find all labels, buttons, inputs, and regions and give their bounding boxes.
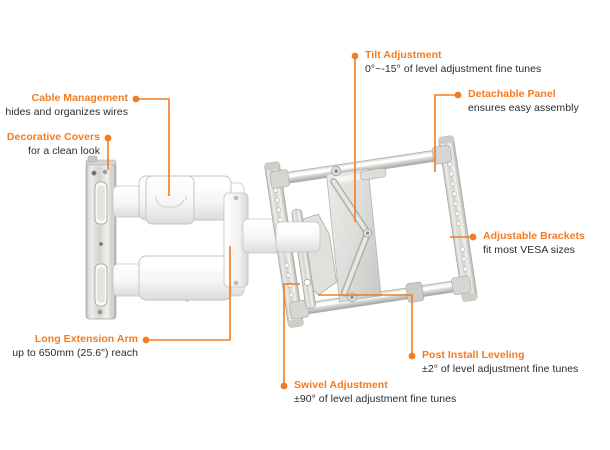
callout-title: Tilt Adjustment [365, 49, 442, 61]
callout-tilt-adjustment: Tilt Adjustment 0°~-15° of level adjustm… [365, 49, 541, 76]
callout-detachable-panel: Detachable Panel ensures easy assembly [468, 88, 579, 115]
callout-title: Long Extension Arm [34, 333, 138, 345]
leader-dot-detachable-panel [454, 91, 462, 99]
leader-dot-post-install-leveling [408, 352, 416, 360]
leader-dot-tilt-adjustment [351, 52, 359, 60]
leader-dot-decorative-covers [104, 134, 112, 142]
callout-desc: ensures easy assembly [468, 102, 579, 114]
cable-management-cover [145, 175, 195, 225]
callout-title: Decorative Covers [6, 131, 100, 143]
leader-swivel-adjustment [283, 283, 300, 386]
callout-title: Cable Management [31, 92, 128, 104]
tilt-mechanism [326, 166, 387, 303]
arm-tip [275, 221, 321, 253]
callout-desc: fit most VESA sizes [483, 244, 575, 256]
detachable-panel [264, 135, 478, 328]
leader-long-extension-arm [146, 246, 231, 341]
vesa-bracket-right [438, 135, 478, 302]
callout-title: Swivel Adjustment [294, 379, 388, 391]
callout-adjustable-brackets: Adjustable Brackets fit most VESA sizes [483, 230, 585, 257]
leader-dot-swivel-adjustment [280, 382, 288, 390]
leader-dot-long-extension-arm [142, 336, 150, 344]
leader-dot-cable-management [132, 95, 140, 103]
callout-desc: up to 650mm (25.6") reach [12, 347, 138, 359]
decorative-cover-lower [138, 255, 232, 301]
leader-detachable-panel [434, 94, 458, 172]
callout-cable-management: Cable Management hides and organizes wir… [0, 92, 128, 119]
leader-post-install-leveling [318, 294, 413, 356]
callout-decorative-covers: Decorative Covers for a clean look [0, 131, 100, 158]
callout-desc: hides and organizes wires [5, 106, 128, 118]
callout-post-install-leveling: Post Install Leveling ±2° of level adjus… [422, 349, 578, 376]
callout-desc: ±2° of level adjustment fine tunes [422, 363, 579, 375]
callout-title: Detachable Panel [468, 88, 556, 100]
callout-desc: ±90° of level adjustment fine tunes [294, 393, 457, 405]
callout-swivel-adjustment: Swivel Adjustment ±90° of level adjustme… [294, 379, 456, 406]
callout-long-extension-arm: Long Extension Arm up to 650mm (25.6") r… [0, 333, 138, 360]
callout-title: Post Install Leveling [422, 349, 525, 361]
callout-desc: for a clean look [27, 145, 100, 157]
leader-cable-management [136, 98, 170, 196]
callout-desc: 0°~-15° of level adjustment fine tunes [365, 63, 542, 75]
leader-dot-adjustable-brackets [469, 233, 477, 241]
callout-title: Adjustable Brackets [483, 230, 585, 242]
